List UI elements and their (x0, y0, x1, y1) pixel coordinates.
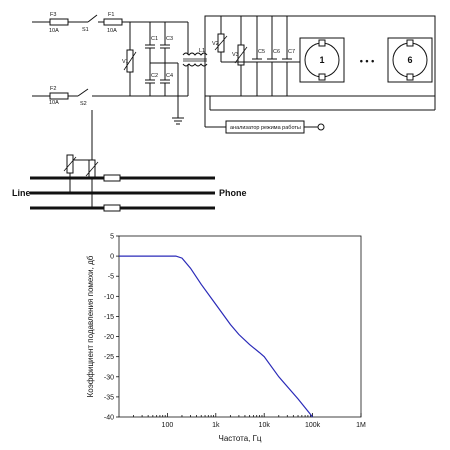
socket-1-number: 1 (319, 55, 324, 65)
inductor-winding-top (182, 52, 208, 56)
y-tick-label: -30 (104, 374, 114, 381)
output-section-frame (204, 15, 436, 97)
y-tick-label: -35 (104, 394, 114, 401)
varistor-v1-label: V1 (122, 59, 129, 65)
inductor-l1-label: L1 (199, 48, 205, 54)
y-tick-label: 5 (110, 234, 114, 241)
switch-s1-label: S1 (82, 27, 89, 33)
varistor-v1-slash (123, 51, 137, 71)
fuse-f1 (103, 18, 123, 26)
y-tick-label: -15 (104, 314, 114, 321)
inductor-winding-bottom (182, 63, 208, 67)
varistor-v3-slash (234, 46, 248, 64)
x-axis-label: Частота, Гц (218, 434, 261, 443)
fuse-f3-rating: 10A (49, 28, 59, 34)
y-tick-label: -20 (104, 334, 114, 341)
y-tick-label: -10 (104, 294, 114, 301)
x-tick-label: 1k (212, 422, 220, 429)
switch-s2 (77, 88, 89, 97)
filter-schematic: F3 10A S1 F1 10A F2 10A S2 V1 C1 C2 (12, 12, 436, 212)
fuse-f2-rating: 10A (49, 100, 59, 106)
cap-c1-label: C1 (151, 36, 158, 42)
socket-6-earth-top (406, 39, 414, 47)
switch-s1 (87, 14, 98, 23)
fuse-f3 (49, 18, 69, 26)
cap-c3-label: C3 (166, 36, 173, 42)
fuse-f2-label: F2 (50, 86, 56, 92)
phone-varistor-b-slash (85, 161, 99, 177)
analyzer-label: анализатор режима работы (230, 125, 301, 131)
y-axis-ticks: 5 0 -5 -10 -15 -20 -25 -30 -35 -40 (104, 234, 119, 422)
y-tick-label: 0 (110, 254, 114, 261)
fuse-f2 (49, 92, 69, 100)
varistor-v3-label: V3 (232, 52, 239, 58)
x-tick-label: 1M (356, 422, 366, 429)
phone-fuse-a (103, 174, 121, 182)
cap-c6-label: C6 (273, 49, 280, 55)
cap-c4-label: C4 (166, 73, 173, 79)
y-axis-label: Коэффициент подавления помехи, дб (86, 255, 95, 397)
phone-label: Phone (219, 188, 247, 198)
phone-fuse-c (103, 204, 121, 212)
line-label: Line (12, 188, 31, 198)
socket-1-earth-bottom (318, 73, 326, 81)
y-tick-label: -40 (104, 415, 114, 422)
cap-c2-label: C2 (151, 73, 158, 79)
x-axis-ticks: 100 1k 10k 100k 1M (133, 413, 366, 429)
suppression-chart: 5 0 -5 -10 -15 -20 -25 -30 -35 -40 100 1k 10k 100k 1M… (86, 234, 366, 444)
switch-s2-label: S2 (80, 101, 87, 107)
socket-1-earth-top (318, 39, 326, 47)
x-tick-label: 100k (305, 422, 321, 429)
socket-6-number: 6 (407, 55, 412, 65)
phone-varistor-a-slash (63, 156, 77, 172)
x-tick-label: 100 (162, 422, 174, 429)
y-tick-label: -5 (108, 274, 114, 281)
x-tick-label: 10k (259, 422, 271, 429)
fuse-f3-label: F3 (50, 12, 56, 18)
cap-c7-label: C7 (288, 49, 295, 55)
varistor-v2-label: V2 (212, 41, 219, 47)
plot-area (118, 235, 362, 418)
y-tick-label: -25 (104, 354, 114, 361)
fuse-f1-rating: 10A (107, 28, 117, 34)
sockets-ellipsis: • • • (360, 56, 374, 66)
cap-c5-label: C5 (258, 49, 265, 55)
varistor-v2-slash (214, 35, 228, 51)
indicator-lamp-icon (317, 123, 325, 131)
fuse-f1-label: F1 (108, 12, 114, 18)
series-line (119, 255, 314, 418)
socket-6-earth-bottom (406, 73, 414, 81)
